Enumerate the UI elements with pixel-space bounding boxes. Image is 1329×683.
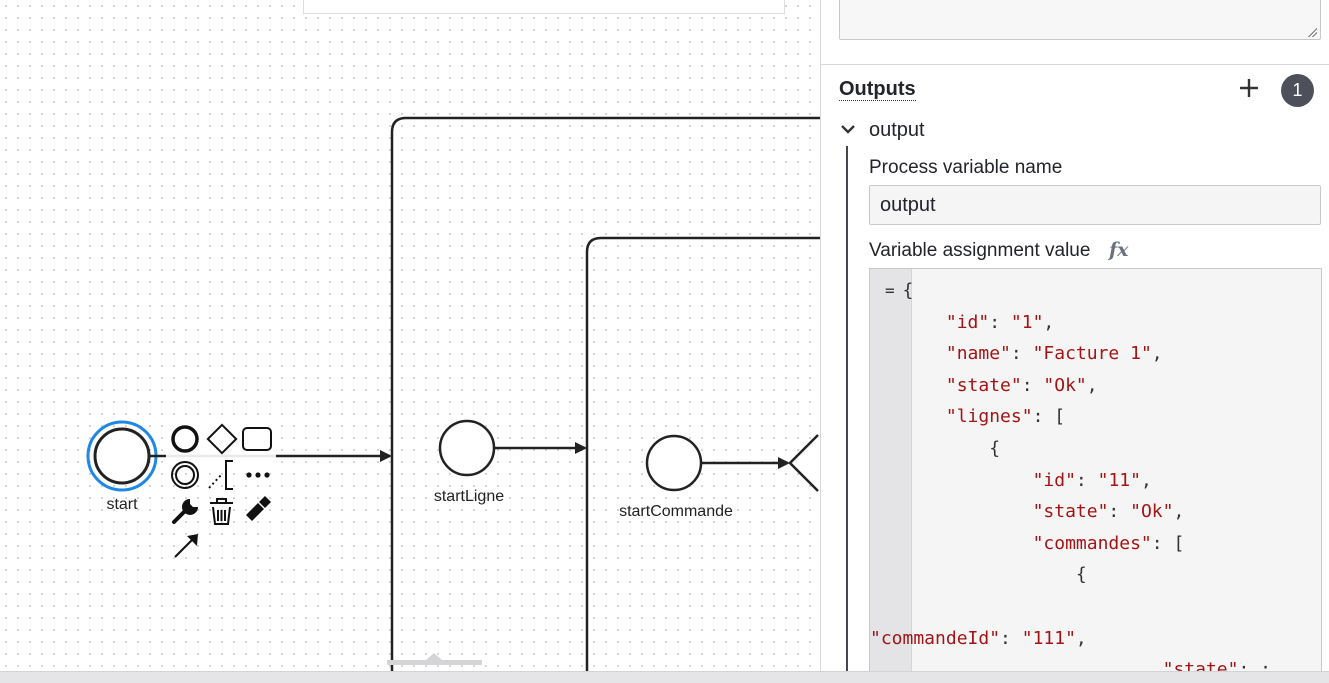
json-value: "Ok": [1130, 501, 1174, 523]
start-commande-event[interactable]: [645, 434, 703, 492]
entry-tree-line: [846, 146, 848, 671]
fx-icon[interactable]: fx: [1109, 239, 1129, 261]
code-line: "name": "Facture 1",: [945, 343, 1163, 365]
code-line: [870, 591, 1271, 623]
bpmn-canvas[interactable]: start: [0, 0, 820, 672]
expression-code[interactable]: { "id": "1", "name": "Facture 1", "state…: [870, 275, 1271, 671]
json-key: "lignes": [945, 406, 1033, 428]
code-line: "commandeId": "111",: [870, 627, 1087, 649]
section-divider: [821, 64, 1329, 65]
bpmn-diagram: start: [86, 116, 820, 672]
append-text-annotation-icon[interactable]: [208, 460, 233, 490]
json-key: "id": [1032, 469, 1076, 491]
chevron-down-icon[interactable]: [839, 120, 857, 138]
json-key: "state": [945, 374, 1022, 396]
connect-arrow-icon[interactable]: [174, 534, 198, 558]
output-entry-title[interactable]: output: [869, 119, 925, 141]
context-pad-bg: [166, 422, 276, 466]
feel-gutter-marker: =: [885, 281, 895, 300]
wrench-icon[interactable]: [172, 499, 198, 524]
start-event-label: start: [106, 496, 138, 513]
canvas-top-field: [303, 0, 785, 14]
code-line: "commandes": [: [1032, 532, 1185, 554]
json-key: "name": [945, 343, 1011, 365]
more-options-icon[interactable]: [246, 472, 270, 478]
start-event[interactable]: [93, 427, 151, 485]
add-output-icon[interactable]: [1237, 76, 1261, 100]
editor-gutter: =: [870, 269, 912, 671]
json-key: "commandeId": [870, 627, 1001, 649]
process-variable-input[interactable]: output: [869, 185, 1321, 225]
subprocess-ligne-shape[interactable]: [390, 116, 820, 672]
code-line: {: [1075, 564, 1087, 586]
process-variable-label: Process variable name: [869, 157, 1063, 178]
subprocess-commande-shape[interactable]: [585, 236, 820, 672]
gateway-partial[interactable]: [788, 434, 819, 492]
json-value: "1": [1010, 311, 1044, 333]
canvas-resize-handle[interactable]: [387, 660, 482, 665]
append-end-event-icon[interactable]: [171, 425, 199, 453]
start-commande-label: startCommande: [619, 503, 733, 520]
code-line: "state": "Ok",: [1032, 501, 1185, 523]
code-line: "id": "11",: [1032, 469, 1152, 491]
color-brush-icon[interactable]: [246, 496, 271, 521]
outputs-count-badge: 1: [1281, 74, 1314, 107]
properties-panel: Outputs 1 output Process variable name o…: [820, 0, 1329, 671]
json-key: "state": [1032, 501, 1109, 523]
assignment-value-label: Variable assignment value: [869, 240, 1091, 261]
start-ligne-event[interactable]: [438, 419, 496, 477]
outputs-section-title[interactable]: Outputs: [839, 78, 916, 101]
feel-expression-editor[interactable]: = { "id": "1", "name": "Facture 1", "sta…: [869, 268, 1322, 671]
json-value: "Facture 1": [1032, 343, 1152, 365]
json-key: "state": [1162, 659, 1239, 671]
code-line: "state": "Ok",: [945, 374, 1098, 396]
append-intermediate-event-icon[interactable]: [171, 461, 199, 489]
code-line: "id": "1",: [945, 311, 1055, 333]
json-key: "commandes": [1032, 532, 1152, 554]
code-line: "state": :: [870, 654, 1271, 671]
documentation-textarea[interactable]: [839, 0, 1321, 40]
trash-icon[interactable]: [210, 498, 233, 525]
json-value: "111": [1021, 627, 1076, 649]
code-line: "lignes": [: [945, 406, 1066, 428]
code-line: {: [989, 437, 1001, 459]
json-value: "11": [1097, 469, 1141, 491]
resize-grip-icon[interactable]: [1307, 27, 1317, 37]
start-ligne-label: startLigne: [434, 488, 504, 505]
json-value: "Ok": [1043, 374, 1087, 396]
json-key: "id": [945, 311, 990, 333]
horizontal-scrollbar[interactable]: [0, 671, 1329, 683]
code-line: {: [902, 280, 914, 301]
append-task-icon[interactable]: [242, 427, 272, 451]
append-gateway-icon[interactable]: [206, 423, 238, 455]
